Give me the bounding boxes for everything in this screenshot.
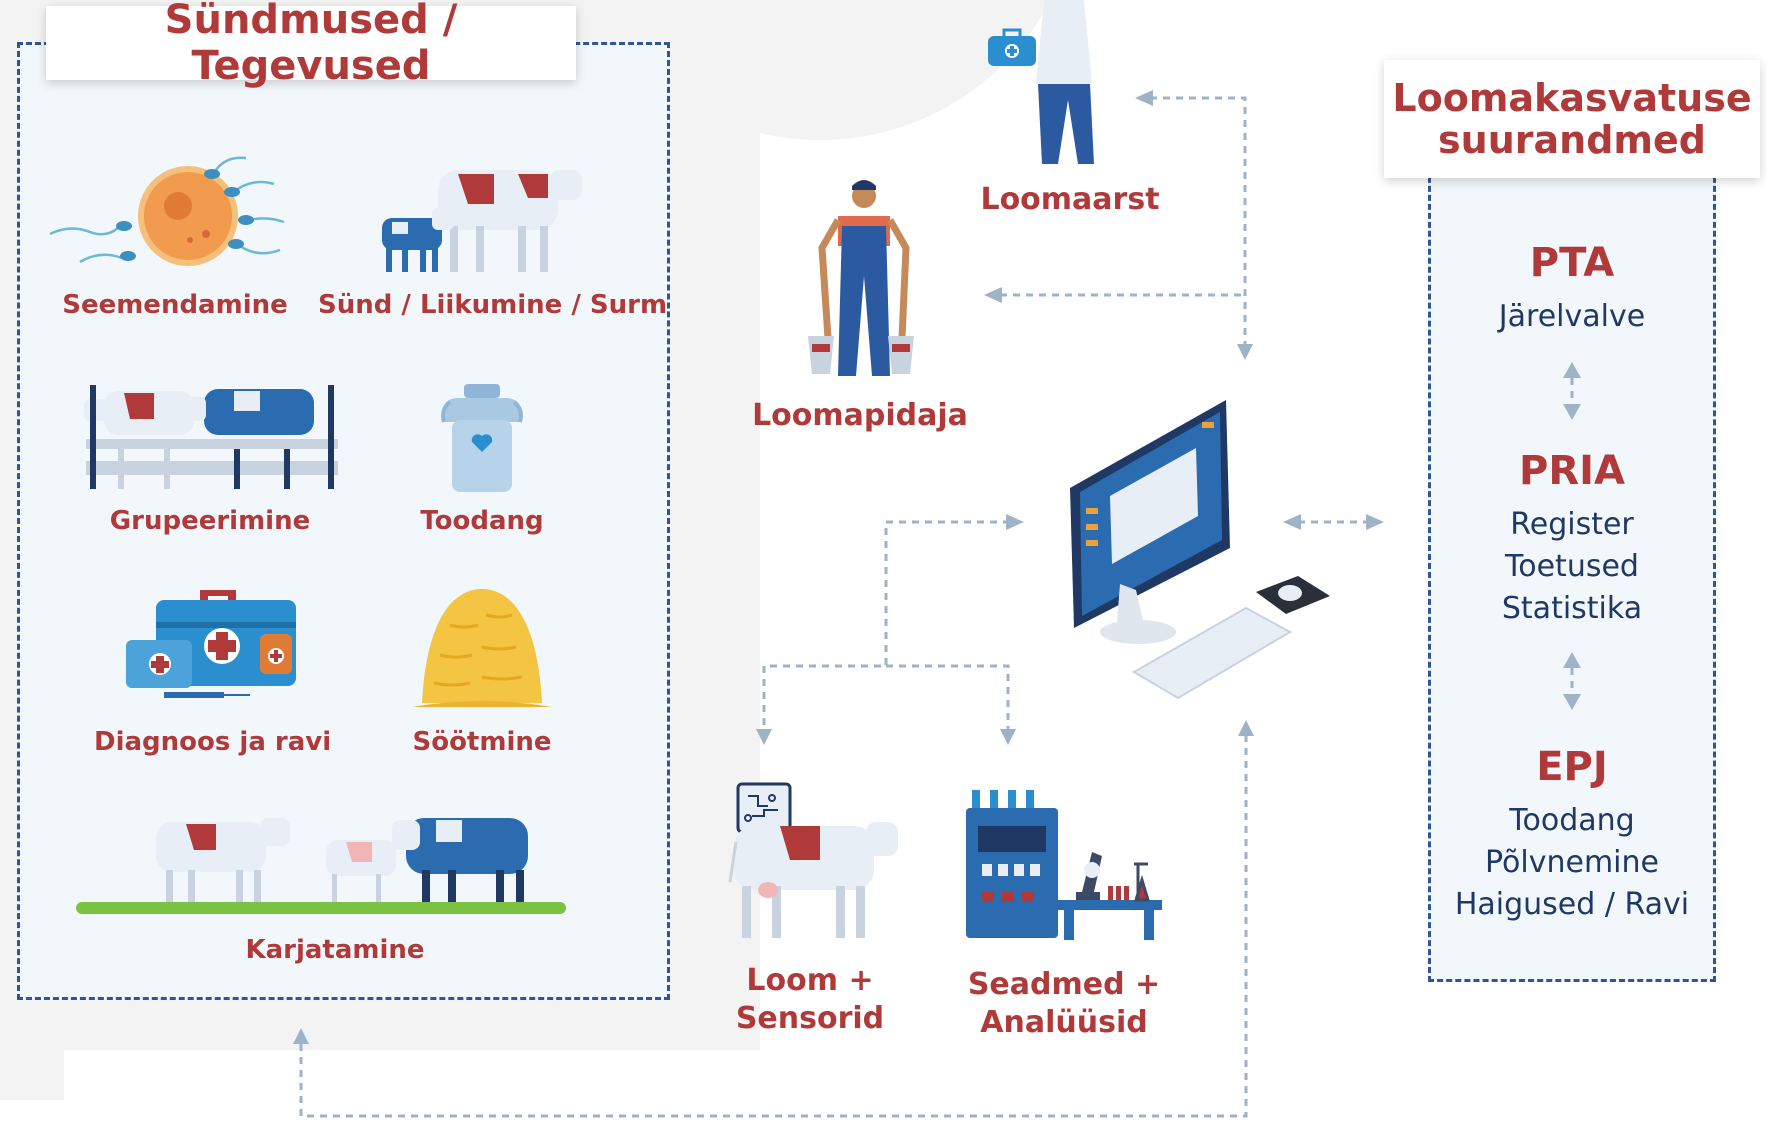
events-panel-title: Sündmused / Tegevused — [46, 0, 576, 89]
label-loom-line1: Loom + — [746, 963, 874, 998]
label-sootmine: Söötmine — [412, 727, 552, 757]
fertilization-icon — [49, 156, 285, 266]
computer-icon — [1070, 400, 1330, 700]
group-pta-head: PTA — [1529, 240, 1615, 286]
label-toodang: Toodang — [420, 506, 544, 536]
label-seemendamine: Seemendamine — [62, 290, 288, 320]
group-pta-line-1: Järelvalve — [1498, 299, 1646, 334]
group-epj-line-1: Toodang — [1509, 803, 1635, 838]
label-loomaarst: Loomaarst — [980, 182, 1160, 217]
label-seadmed-line2: Analüüsid — [980, 1005, 1148, 1040]
label-loomapidaja: Loomapidaja — [752, 398, 968, 433]
farmer-icon — [808, 180, 914, 376]
label-loom-line2: Sensorid — [735, 1001, 885, 1036]
bigdata-title-line1: Loomakasvatuse — [1392, 76, 1752, 120]
group-epj-head: EPJ — [1536, 744, 1608, 790]
group-epj-line-2: Põlvnemine — [1485, 845, 1659, 880]
label-sund-liikumine-surm: Sünd / Liikumine / Surm — [318, 290, 668, 320]
medical-kit-icon — [126, 590, 296, 698]
group-epj-line-3: Haigused / Ravi — [1454, 887, 1690, 922]
grazing-cows-icon — [76, 818, 566, 914]
cow-calf-icon — [382, 170, 582, 272]
lab-equipment-icon — [966, 790, 1162, 940]
label-loom-sensorid: Loom + Sensorid — [710, 962, 910, 1038]
label-karjatamine: Karjatamine — [245, 935, 425, 965]
label-diagnoos-ja-ravi: Diagnoos ja ravi — [94, 727, 332, 757]
label-seadmed-line1: Seadmed + — [967, 967, 1161, 1002]
hay-pile-icon — [412, 589, 552, 707]
veterinarian-icon — [988, 0, 1094, 164]
group-pria-head: PRIA — [1519, 448, 1625, 494]
cow-chip-icon — [728, 782, 898, 938]
milk-can-icon — [441, 384, 523, 492]
bigdata-panel — [1428, 150, 1716, 982]
cow-pen-icon — [84, 385, 338, 489]
bigdata-panel-title: Loomakasvatuse suurandmed — [1384, 60, 1760, 178]
group-pria-line-2: Toetused — [1505, 549, 1639, 584]
group-pria-line-3: Statistika — [1501, 591, 1643, 626]
label-seadmed-analuusid: Seadmed + Analüüsid — [954, 966, 1174, 1042]
label-grupeerimine: Grupeerimine — [109, 506, 311, 536]
bigdata-title-line2: suurandmed — [1438, 118, 1706, 162]
group-pria-line-1: Register — [1510, 507, 1634, 542]
